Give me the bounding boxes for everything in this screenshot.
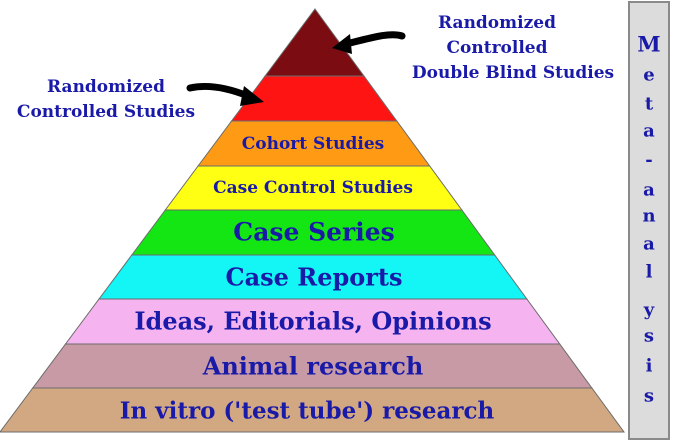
tier-label-animal: Animal research [202, 352, 424, 381]
tier-label-case-control: Case Control Studies [213, 178, 413, 198]
sidebar-letter: n [642, 206, 655, 227]
arrow-icon [342, 31, 406, 48]
sidebar-letter: a [643, 234, 655, 255]
sidebar-letter: l [646, 262, 653, 283]
callout-double-blind: Randomized Controlled Double Blind Studi… [412, 13, 614, 83]
meta-analysis-sidebar [628, 1, 670, 440]
sidebar-letter: y [643, 300, 655, 321]
sidebar-letter: - [645, 150, 652, 171]
tier-label-in-vitro: In vitro ('test tube') research [120, 398, 495, 425]
callout-top-line-1: Randomized [438, 13, 556, 33]
tier-label-cohort: Cohort Studies [242, 134, 385, 154]
sidebar-letter: a [643, 180, 655, 201]
callout-top-line-3: Double Blind Studies [412, 63, 614, 83]
arrowhead-icon [240, 86, 264, 106]
sidebar-letter: a [643, 121, 655, 142]
sidebar-letter: t [645, 94, 654, 115]
sidebar-letter: M [637, 32, 660, 57]
callout-second-line-2: Controlled Studies [17, 102, 195, 122]
tier-label-ideas: Ideas, Editorials, Opinions [134, 307, 491, 336]
sidebar-letter: i [646, 356, 653, 377]
tier-label-case-reports: Case Reports [225, 263, 402, 292]
callout-second-line-1: Randomized [47, 77, 165, 97]
pyramid-tier-in-vitro [0, 387, 625, 433]
sidebar-letter: s [644, 386, 654, 407]
callout-top-line-2: Controlled [447, 38, 548, 58]
arrow-icon [186, 82, 252, 100]
pyramid-tiers [0, 8, 625, 433]
callout-rct: Randomized Controlled Studies [17, 77, 195, 122]
sidebar-letter: s [644, 326, 654, 347]
sidebar-letter: e [643, 65, 654, 86]
tier-label-case-series: Case Series [233, 218, 394, 247]
arrowhead-icon [332, 34, 352, 54]
